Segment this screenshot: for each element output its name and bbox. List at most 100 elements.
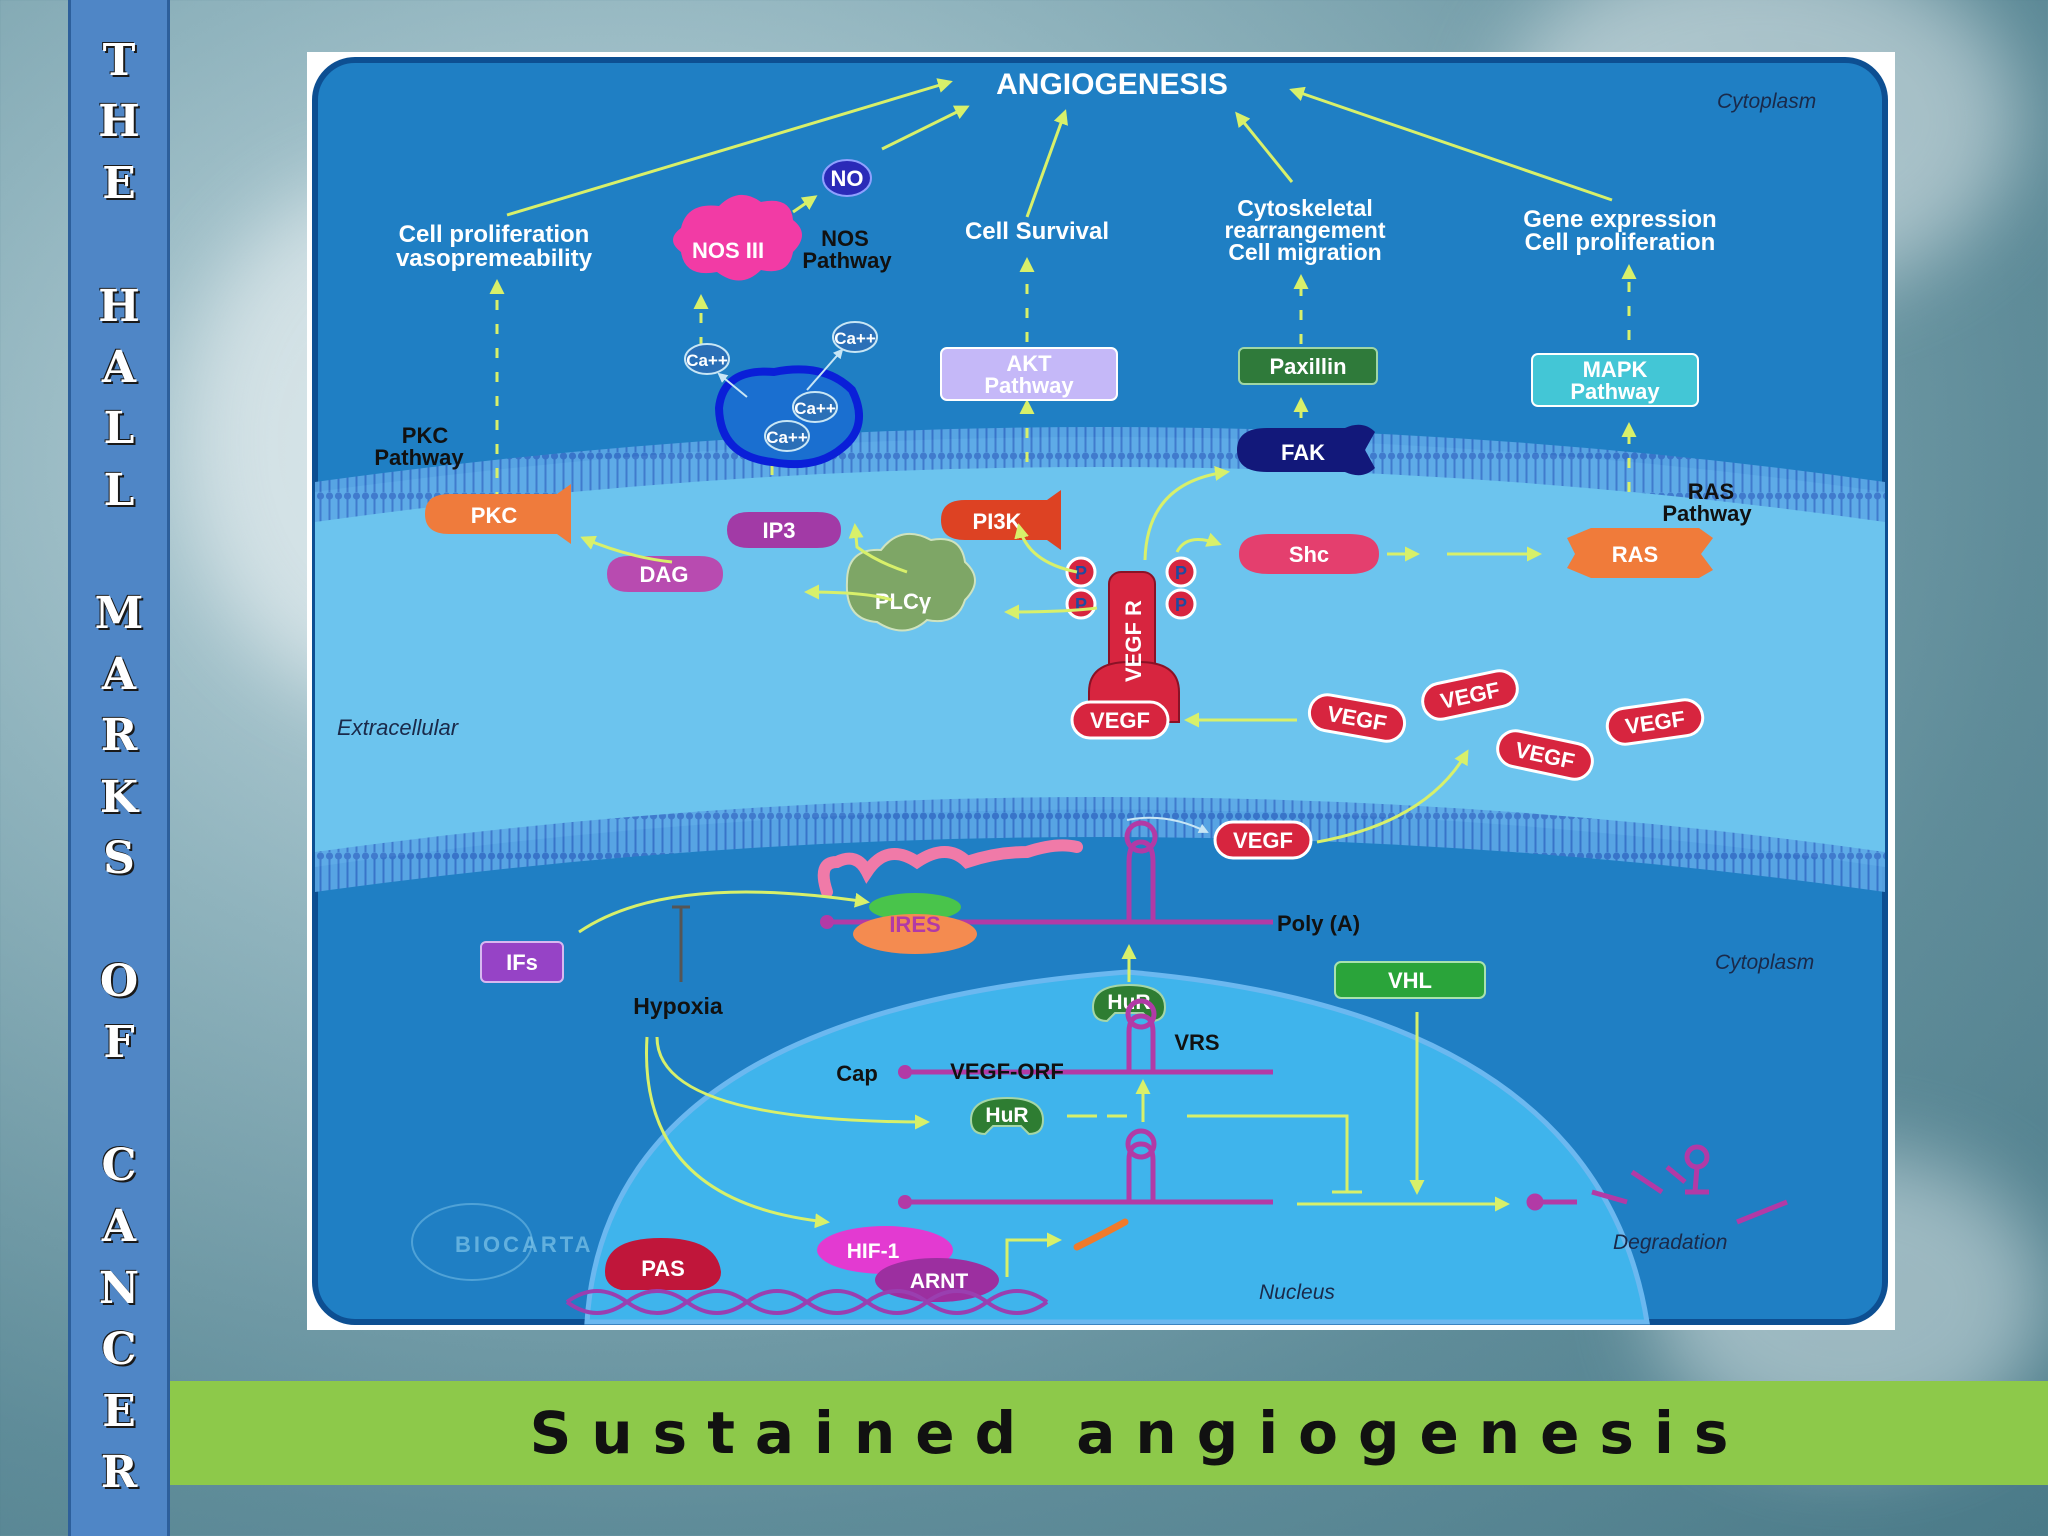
node-hur-cytoplasm (1091, 983, 1167, 1023)
node-ip3-label: IP3 (762, 518, 795, 543)
svg-text:P: P (1075, 595, 1087, 615)
effect-gene-line2: Cell proliferation (1525, 229, 1716, 256)
region-label-nucleus: Nucleus (1259, 1281, 1335, 1304)
node-nos3 (673, 194, 802, 281)
node-dag (607, 556, 723, 592)
sidebar-title-letter: F (103, 1017, 135, 1069)
sidebar-title-letter: L (103, 464, 135, 516)
node-vhl (1334, 961, 1486, 999)
node-hur-cytoplasm-label: HuR (1107, 991, 1150, 1014)
node-pas-label: PAS (641, 1256, 685, 1281)
angiogenesis-title: ANGIOGENESIS (996, 68, 1228, 101)
angiogenesis-diagram-frame: BIOCARTA Cytoplasm Extracellular Cytopla… (307, 52, 1895, 1330)
watermark-biocarta: BIOCARTA (455, 1232, 593, 1257)
node-paxillin (1238, 347, 1378, 385)
label-cap: Cap (836, 1061, 878, 1086)
node-hur-nucleus-label: HuR (985, 1104, 1028, 1127)
label-ires: IRES (889, 912, 940, 937)
node-fak-label: FAK (1281, 440, 1325, 465)
node-akt-label: AKT (1006, 351, 1052, 376)
svg-text:VEGF: VEGF (1233, 828, 1293, 853)
effect-gene-line1: Gene expression (1523, 206, 1716, 233)
pathway-ras-line2: Pathway (1662, 501, 1752, 526)
node-no-label: NO (831, 166, 864, 191)
sidebar-title-letter: E (102, 157, 136, 209)
pathway-nos-line2: Pathway (802, 248, 892, 273)
svg-text:P: P (1075, 563, 1087, 583)
sidebar-title-letter: N (98, 1262, 140, 1314)
sidebar-title-letter: R (100, 1446, 138, 1498)
node-paxillin-label: Paxillin (1269, 354, 1346, 379)
node-no (822, 159, 872, 197)
ribosome-large-subunit (853, 914, 977, 954)
effect-proliferation-line2: vasopremeability (396, 245, 593, 272)
region-label-degradation: Degradation (1613, 1231, 1727, 1254)
vegf-ligands: VEGF VEGF VEGF VEGF VEGF VEGF (1070, 669, 1705, 860)
sidebar-title-letter: A (101, 648, 137, 700)
sidebar-title-gap (111, 1074, 126, 1135)
pathway-pkc-line1: PKC (402, 423, 449, 448)
node-ip3 (727, 512, 841, 548)
node-mapk-pathway-label: Pathway (1570, 379, 1660, 404)
node-pi3k (941, 490, 1061, 550)
sidebar-title-letter: O (99, 955, 139, 1007)
node-pkc (425, 484, 571, 544)
svg-text:P: P (1175, 563, 1187, 583)
node-shc (1239, 534, 1379, 574)
region-label-cytoplasm-top: Cytoplasm (1717, 90, 1816, 113)
sidebar-title-gap (111, 214, 126, 275)
svg-text:P: P (1175, 595, 1187, 615)
label-poly-a: Poly (A) (1277, 911, 1360, 936)
node-hif1-label: HIF-1 (847, 1240, 900, 1263)
label-hypoxia: Hypoxia (633, 993, 723, 1019)
degraded-mrna-fragments (1526, 1144, 1788, 1225)
node-ifs (480, 941, 564, 983)
label-vegf-orf: VEGF-ORF (950, 1059, 1064, 1084)
sidebar-title-gap (111, 889, 126, 950)
sidebar-title-letter: C (101, 1324, 137, 1376)
node-vhl-label: VHL (1388, 968, 1432, 993)
region-label-cytoplasm-bottom: Cytoplasm (1715, 951, 1814, 974)
node-dag-label: DAG (640, 562, 689, 587)
pathway-ras-line1: RAS (1688, 479, 1734, 504)
effect-cytoskeletal-line1: Cytoskeletal (1237, 195, 1373, 221)
pathway-pkc-line2: Pathway (374, 445, 464, 470)
node-ras (1567, 528, 1713, 578)
node-plc (845, 532, 976, 632)
node-pkc-label: PKC (471, 503, 518, 528)
sidebar-title-letter: H (98, 96, 140, 148)
slide-title-banner: Sustained angiogenesis (170, 1381, 2048, 1485)
sidebar-title-letter: E (102, 1385, 136, 1437)
svg-text:Ca++: Ca++ (686, 351, 728, 370)
effect-cytoskeletal-line3: Cell migration (1228, 239, 1381, 265)
sidebar-title-letter: A (101, 341, 137, 393)
calcium-store: Ca++ Ca++ Ca++ Ca++ (684, 321, 878, 469)
effect-cytoskeletal-line2: rearrangement (1224, 217, 1385, 243)
svg-text:Ca++: Ca++ (794, 399, 836, 418)
node-pi3k-label: PI3K (973, 509, 1022, 534)
sidebar-title-letter: H (98, 280, 140, 332)
ribosome-small-subunit (869, 893, 961, 921)
slide-title: Sustained angiogenesis (529, 1399, 1749, 1467)
node-arnt-label: ARNT (910, 1270, 968, 1293)
sidebar-title-letter: T (102, 35, 136, 86)
label-vrs: VRS (1174, 1030, 1219, 1055)
sidebar-title-letter: L (103, 403, 135, 455)
effect-cell-survival: Cell Survival (965, 218, 1109, 245)
node-ras-label: RAS (1612, 542, 1658, 567)
sidebar-title-letter: A (101, 1201, 137, 1253)
pathway-nos-line1: NOS (821, 226, 869, 251)
node-akt-pathway-label: Pathway (984, 373, 1074, 398)
node-fak (1237, 424, 1375, 476)
svg-text:VEGF: VEGF (1090, 708, 1150, 733)
sidebar-title-letter: S (103, 833, 135, 885)
sidebar-title-letter: K (99, 771, 139, 823)
node-mapk-label: MAPK (1583, 357, 1648, 382)
region-label-extracellular: Extracellular (337, 715, 460, 740)
watermark-globe-icon (411, 1203, 533, 1281)
svg-text:Ca++: Ca++ (766, 428, 808, 447)
node-mapk-pathway (1531, 353, 1699, 407)
nascent-vegf-peptide (817, 839, 1083, 898)
sidebar-title-gap (111, 521, 126, 582)
